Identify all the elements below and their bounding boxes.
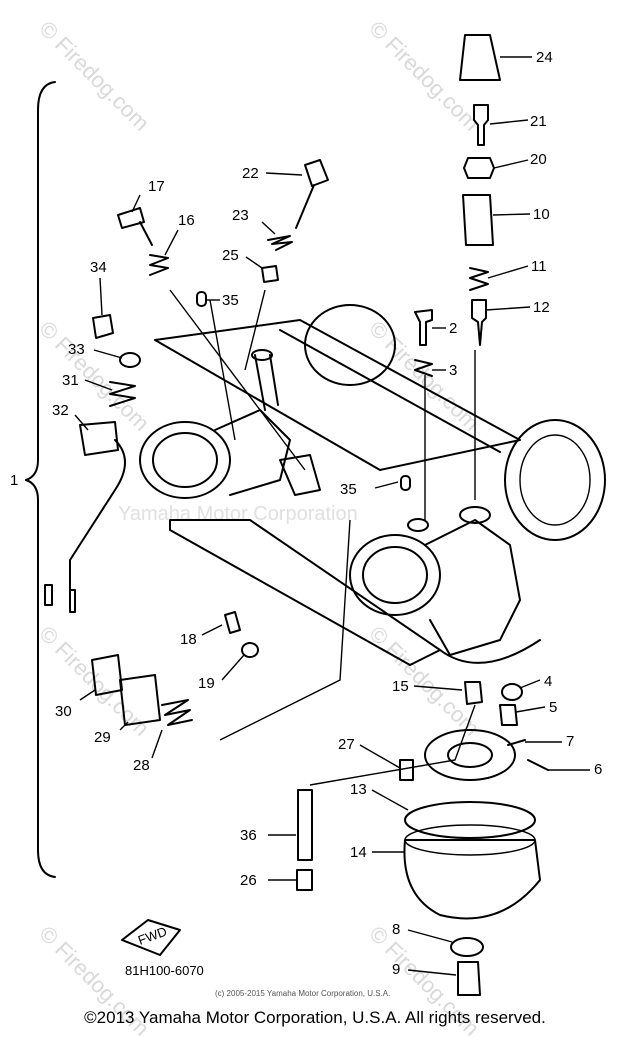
carburetor-assembly xyxy=(139,289,606,786)
callout-10: 10 xyxy=(533,206,550,223)
callout-3: 3 xyxy=(449,362,457,379)
callout-24: 24 xyxy=(536,49,553,66)
callout-12: 12 xyxy=(533,299,550,316)
callout-7: 7 xyxy=(566,733,574,750)
callout-16: 16 xyxy=(178,212,195,229)
callout-19: 19 xyxy=(198,675,215,692)
callout-25: 25 xyxy=(222,247,239,264)
assembly-bracket: 1 xyxy=(10,81,56,878)
callout-11: 11 xyxy=(531,258,547,275)
center-watermark: Yamaha Motor Corporation xyxy=(118,503,358,525)
callout-21: 21 xyxy=(530,113,547,130)
callout-28: 28 xyxy=(133,757,150,774)
footer-copyright: ©2013 Yamaha Motor Corporation, U.S.A. A… xyxy=(84,1008,546,1027)
callout-34: 34 xyxy=(90,259,107,276)
callout-13: 13 xyxy=(350,781,367,798)
callout-numbers: 24 21 20 10 11 12 2 3 22 23 25 17 16 35 … xyxy=(52,49,602,978)
callout-31: 31 xyxy=(62,372,79,389)
callout-32: 32 xyxy=(52,402,69,419)
callout-1: 1 xyxy=(10,472,18,489)
callout-26: 26 xyxy=(240,872,257,889)
callout-5: 5 xyxy=(549,699,557,716)
callout-2: 2 xyxy=(449,320,457,337)
callout-27: 27 xyxy=(338,736,355,753)
callout-17: 17 xyxy=(148,178,165,195)
leader-lines xyxy=(74,56,590,976)
callout-4: 4 xyxy=(544,673,552,690)
callout-33: 33 xyxy=(68,341,85,358)
watermark-top-left: © Firedog.com xyxy=(34,16,154,136)
callout-29: 29 xyxy=(94,729,111,746)
callout-9: 9 xyxy=(392,961,400,978)
callout-18: 18 xyxy=(180,631,197,648)
callout-22: 22 xyxy=(242,165,259,182)
callout-36: 36 xyxy=(240,827,257,844)
parts: FWD xyxy=(44,34,549,996)
callout-35-upper: 35 xyxy=(222,292,239,309)
callout-30: 30 xyxy=(55,703,72,720)
fwd-label: FWD xyxy=(136,924,169,948)
callout-23: 23 xyxy=(232,207,249,224)
watermark-top-right: © Firedog.com xyxy=(364,16,484,136)
callout-8: 8 xyxy=(392,921,400,938)
diagram-code: 81H100-6070 xyxy=(125,963,204,978)
callout-35-lower: 35 xyxy=(340,481,357,498)
callout-6: 6 xyxy=(594,761,602,778)
small-copyright: (c) 2005-2015 Yamaha Motor Corporation, … xyxy=(215,989,390,998)
callout-15: 15 xyxy=(392,678,409,695)
callout-14: 14 xyxy=(350,844,367,861)
callout-20: 20 xyxy=(530,151,547,168)
